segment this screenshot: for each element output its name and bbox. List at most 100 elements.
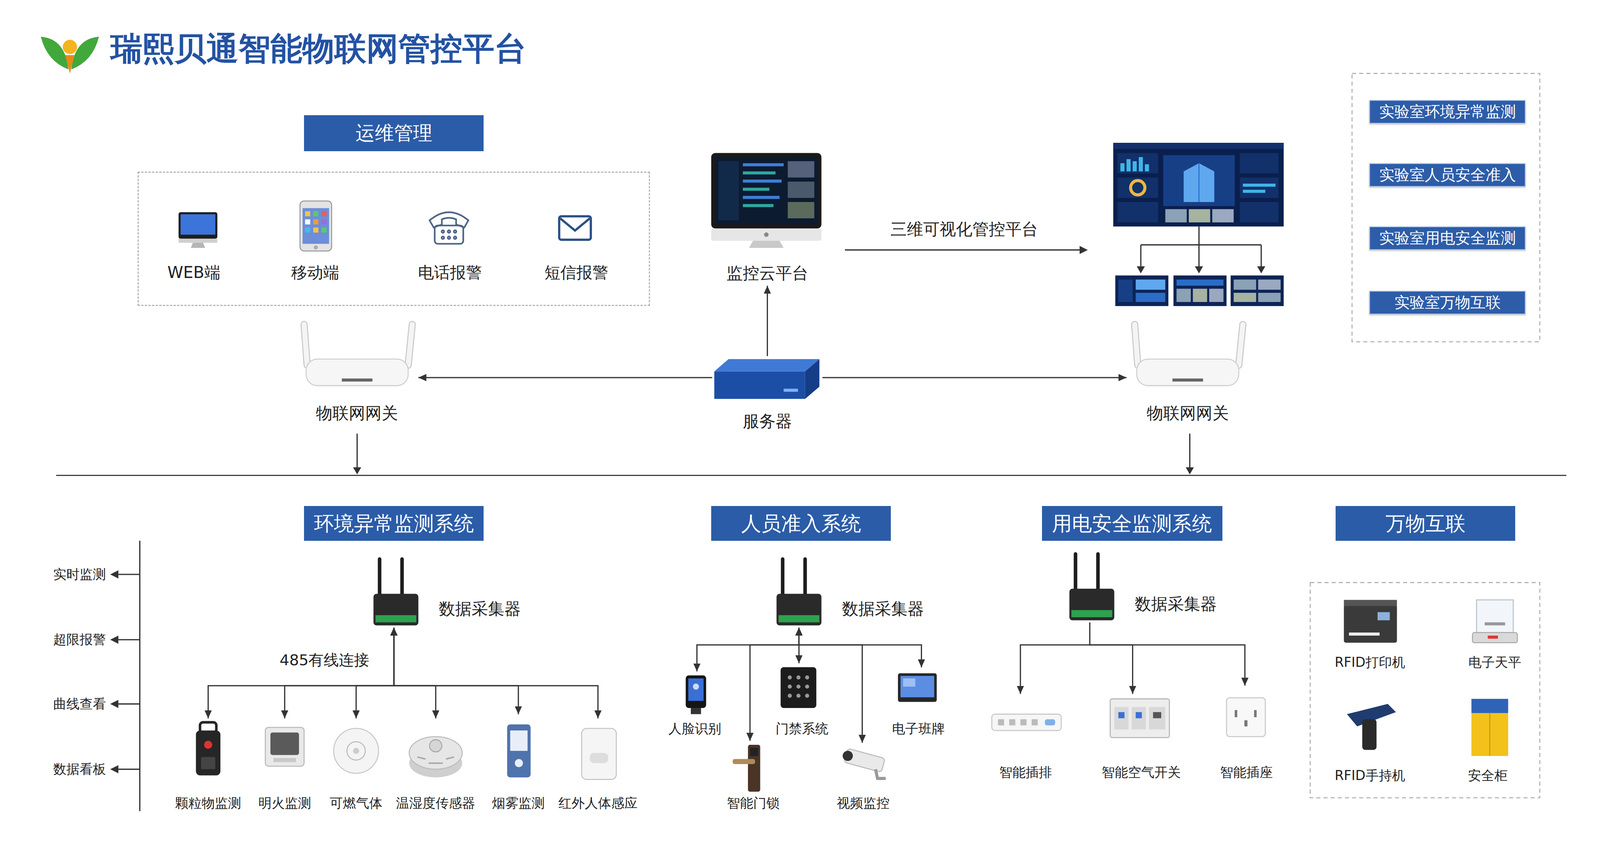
dashboard-screen bbox=[1130, 180, 1146, 195]
node-text: 物联网网关 bbox=[316, 403, 398, 424]
connector bbox=[696, 627, 799, 672]
temp-humidity-sensor bbox=[409, 736, 463, 770]
air-switch bbox=[1153, 712, 1162, 718]
power-strip bbox=[992, 714, 1062, 731]
connector bbox=[766, 285, 768, 356]
server-icon bbox=[805, 359, 820, 399]
node-text: 电子天平 bbox=[1468, 654, 1522, 671]
feature-button: 实验室万物互联 bbox=[1369, 290, 1526, 315]
sub-screen bbox=[1135, 279, 1166, 290]
node-text: 移动端 bbox=[291, 262, 340, 282]
node-text: 电话报警 bbox=[418, 262, 482, 282]
sub-screen bbox=[1176, 288, 1191, 302]
telephone-icon bbox=[434, 225, 464, 244]
annotation: 超限报警 bbox=[53, 632, 106, 648]
connector bbox=[284, 627, 394, 719]
gateway-icon bbox=[1134, 324, 1138, 366]
smoke-sensor bbox=[507, 724, 531, 778]
collector-icon bbox=[373, 593, 419, 626]
server-icon bbox=[714, 359, 820, 372]
access-keypad bbox=[796, 693, 801, 698]
gas-sensor bbox=[346, 741, 366, 760]
smoke-sensor bbox=[514, 759, 523, 768]
class-board bbox=[898, 673, 937, 702]
sub-screen bbox=[1173, 275, 1227, 307]
access-keypad bbox=[796, 684, 801, 689]
gateway-arrow bbox=[357, 433, 1190, 469]
access-keypad bbox=[805, 684, 810, 689]
safety-cabinet bbox=[1471, 698, 1509, 714]
connector bbox=[394, 627, 519, 715]
monitor-icon bbox=[742, 204, 774, 208]
class-board bbox=[903, 678, 916, 687]
access-keypad bbox=[805, 675, 810, 680]
mobile-icon bbox=[313, 245, 318, 250]
arrowhead bbox=[1079, 246, 1088, 254]
collector-icon bbox=[780, 559, 785, 596]
monitor-icon bbox=[711, 153, 822, 229]
logo bbox=[71, 36, 100, 70]
node-text: 智能空气开关 bbox=[1101, 764, 1181, 781]
sub-screen bbox=[1115, 275, 1169, 307]
device-item: 视频监控 bbox=[828, 742, 898, 814]
connector bbox=[1090, 622, 1246, 686]
dashboard-screen bbox=[1144, 164, 1149, 172]
mobile-icon bbox=[302, 208, 329, 244]
device-item: 颗粒物监测 bbox=[169, 718, 247, 814]
section-header: 运维管理 bbox=[304, 115, 484, 151]
screen-tree bbox=[1140, 226, 1262, 268]
node-text: 人员准入系统 bbox=[741, 511, 862, 536]
access-keypad bbox=[780, 667, 817, 708]
smart-socket bbox=[1244, 720, 1248, 727]
connector bbox=[1090, 622, 1133, 694]
feature-button: 实验室环境异常监测 bbox=[1369, 100, 1526, 124]
camera bbox=[840, 747, 885, 773]
connector bbox=[1020, 622, 1090, 694]
sub-screen bbox=[1233, 292, 1256, 302]
collector-item: 数据采集器 bbox=[772, 554, 929, 628]
temp-humidity-sensor bbox=[409, 736, 463, 778]
node-text: 监控云平台 bbox=[726, 263, 809, 284]
door-lock bbox=[732, 744, 761, 792]
smoke-sensor bbox=[510, 730, 528, 751]
device-item: 明火监测 bbox=[252, 718, 317, 814]
smart-socket bbox=[1234, 710, 1238, 718]
power-strip bbox=[1009, 719, 1016, 726]
function-leader bbox=[117, 573, 140, 575]
screen-tree bbox=[1140, 226, 1262, 268]
section-header: 用电安全监测系统 bbox=[1042, 506, 1223, 541]
gas-sensor bbox=[333, 728, 379, 774]
power-strip bbox=[992, 714, 1062, 731]
annotation: 数据看板 bbox=[53, 761, 106, 778]
telephone-icon bbox=[441, 230, 444, 233]
particle-sensor bbox=[201, 756, 216, 770]
dashboard-screen bbox=[1117, 202, 1158, 223]
server-icon bbox=[714, 359, 820, 399]
gateway-icon bbox=[1238, 324, 1243, 366]
collector-item: 数据采集器 bbox=[369, 554, 526, 628]
smart-socket bbox=[1226, 698, 1266, 737]
visual-arrow bbox=[844, 249, 1080, 251]
monitor-icon bbox=[787, 161, 814, 178]
dashboard-screen bbox=[1242, 189, 1266, 193]
dashboard-screen bbox=[1113, 142, 1284, 149]
device-item: 监控云平台 bbox=[702, 150, 833, 286]
dashboard-screen bbox=[1117, 153, 1158, 174]
mobile-icon bbox=[305, 211, 311, 217]
power-strip bbox=[1044, 719, 1056, 726]
node-text: 明火监测 bbox=[258, 795, 312, 812]
arrowhead bbox=[353, 467, 1194, 475]
balance bbox=[1487, 635, 1498, 639]
gateway-icon bbox=[1134, 324, 1138, 366]
access-keypad bbox=[780, 667, 817, 708]
section-header: 万物互联 bbox=[1335, 506, 1516, 541]
web-icon bbox=[178, 212, 218, 239]
node-text: 服务器 bbox=[742, 411, 792, 432]
particle-sensor bbox=[196, 722, 221, 776]
gateway-arrow bbox=[356, 433, 358, 469]
arrowhead bbox=[353, 467, 1194, 475]
dashboard-screen bbox=[1183, 163, 1215, 202]
mobile-icon bbox=[305, 219, 311, 225]
